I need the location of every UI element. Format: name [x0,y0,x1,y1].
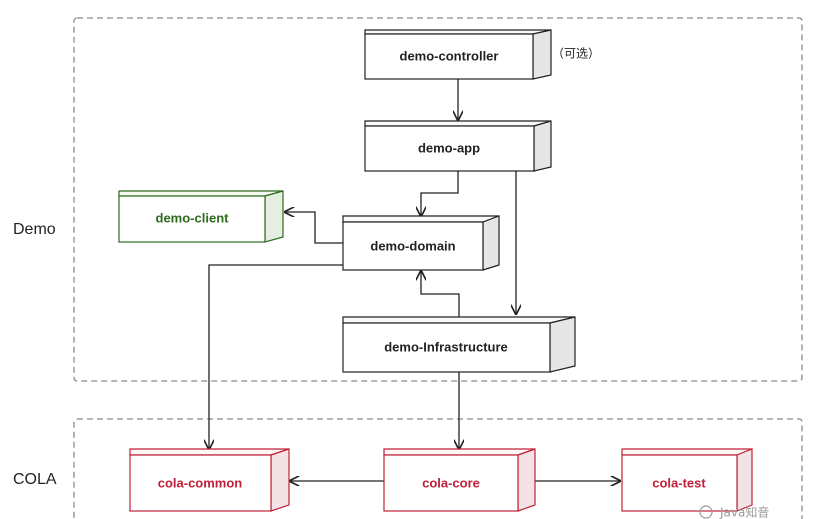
cola-group-label: COLA [13,471,57,488]
node-cola-core[interactable]: cola-core [383,448,536,512]
node-demo-domain-label: demo-domain [370,238,455,253]
node-cola-common[interactable]: cola-common [129,448,290,512]
arrow-infra-to-domain [421,271,460,317]
node-cola-test[interactable]: cola-test [621,448,753,512]
arrow-domain-to-common [209,264,343,449]
connectors [209,79,620,481]
wechat-icon [699,505,713,519]
arrow-app-to-domain [421,170,459,216]
node-demo-domain[interactable]: demo-domain [342,215,500,271]
node-demo-client-label: demo-client [156,210,230,225]
node-demo-controller-label: demo-controller [400,48,499,63]
node-cola-common-label: cola-common [158,475,243,490]
node-demo-app-label: demo-app [418,140,480,155]
watermark-text: Java知音 [719,505,769,519]
node-demo-app[interactable]: demo-app [364,120,552,172]
node-cola-core-label: cola-core [422,475,480,490]
node-demo-client[interactable]: demo-client [118,190,284,243]
demo-group-border [73,17,803,382]
controller-optional-note: （可选） [552,47,600,61]
demo-group-label: Demo [13,221,56,238]
node-demo-controller[interactable]: demo-controller [364,29,552,80]
node-demo-infrastructure[interactable]: demo-Infrastructure [342,316,576,373]
node-cola-test-label: cola-test [652,475,706,490]
arrow-domain-to-client [285,212,343,244]
watermark: Java知音 [699,505,769,519]
node-demo-infrastructure-label: demo-Infrastructure [384,339,508,354]
cola-group-border [73,418,803,519]
